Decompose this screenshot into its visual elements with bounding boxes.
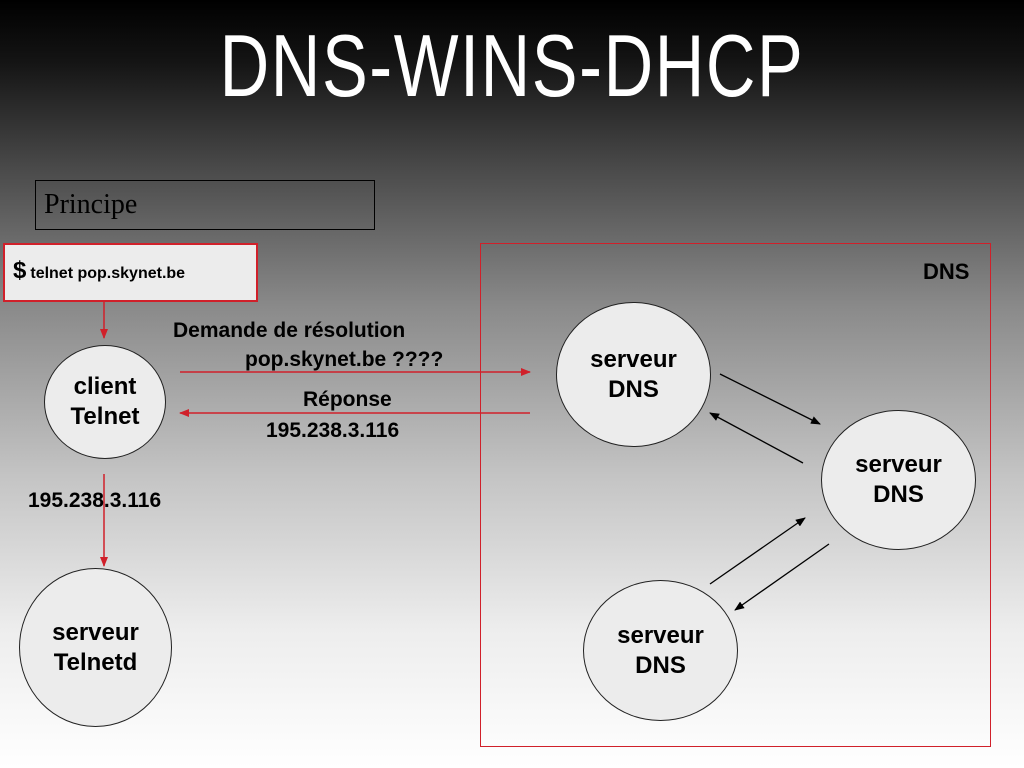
node-label-line2: DNS (873, 481, 924, 508)
node-label-line1: client (73, 373, 137, 400)
node-label-line2: DNS (608, 375, 659, 403)
node-label-line2: Telnet (70, 403, 140, 430)
reply-label-line1: Réponse (303, 388, 392, 411)
node-label-line2: DNS (635, 651, 686, 679)
node-label-line1: serveur (617, 621, 704, 649)
resolved-ip-label: 195.238.3.116 (28, 489, 162, 512)
request-label-line2: pop.skynet.be ???? (245, 348, 444, 371)
node-label-line1: serveur (855, 451, 942, 478)
client-telnet-node: client Telnet (44, 345, 166, 459)
node-label-line1: serveur (52, 618, 139, 646)
arrow-dns-right-to-top (709, 412, 804, 464)
request-label-line1: Demande de résolution (173, 319, 406, 342)
reply-label-line2: 195.238.3.116 (266, 419, 400, 442)
command-box: $telnet pop.skynet.be (3, 243, 258, 302)
dns-server-top-node: serveur DNS (556, 302, 711, 447)
arrow-dns-bottom-to-right (709, 517, 806, 585)
arrow-dns-top-to-right (719, 373, 821, 425)
dns-server-bottom-node: serveur DNS (583, 580, 738, 721)
prompt-symbol: $ (13, 257, 27, 284)
server-telnetd-node: serveur Telnetd (19, 568, 172, 727)
node-label-line2: Telnetd (53, 648, 138, 676)
page-title: DNS-WINS-DHCP (219, 16, 805, 115)
dns-region (480, 243, 991, 747)
command-text: telnet pop.skynet.be (30, 265, 186, 282)
node-label-line1: serveur (590, 345, 677, 373)
section-heading: Principe (35, 180, 375, 230)
dns-region-label: DNS (923, 259, 970, 284)
arrow-dns-right-to-bottom (734, 543, 830, 611)
dns-server-right-node: serveur DNS (821, 410, 976, 550)
